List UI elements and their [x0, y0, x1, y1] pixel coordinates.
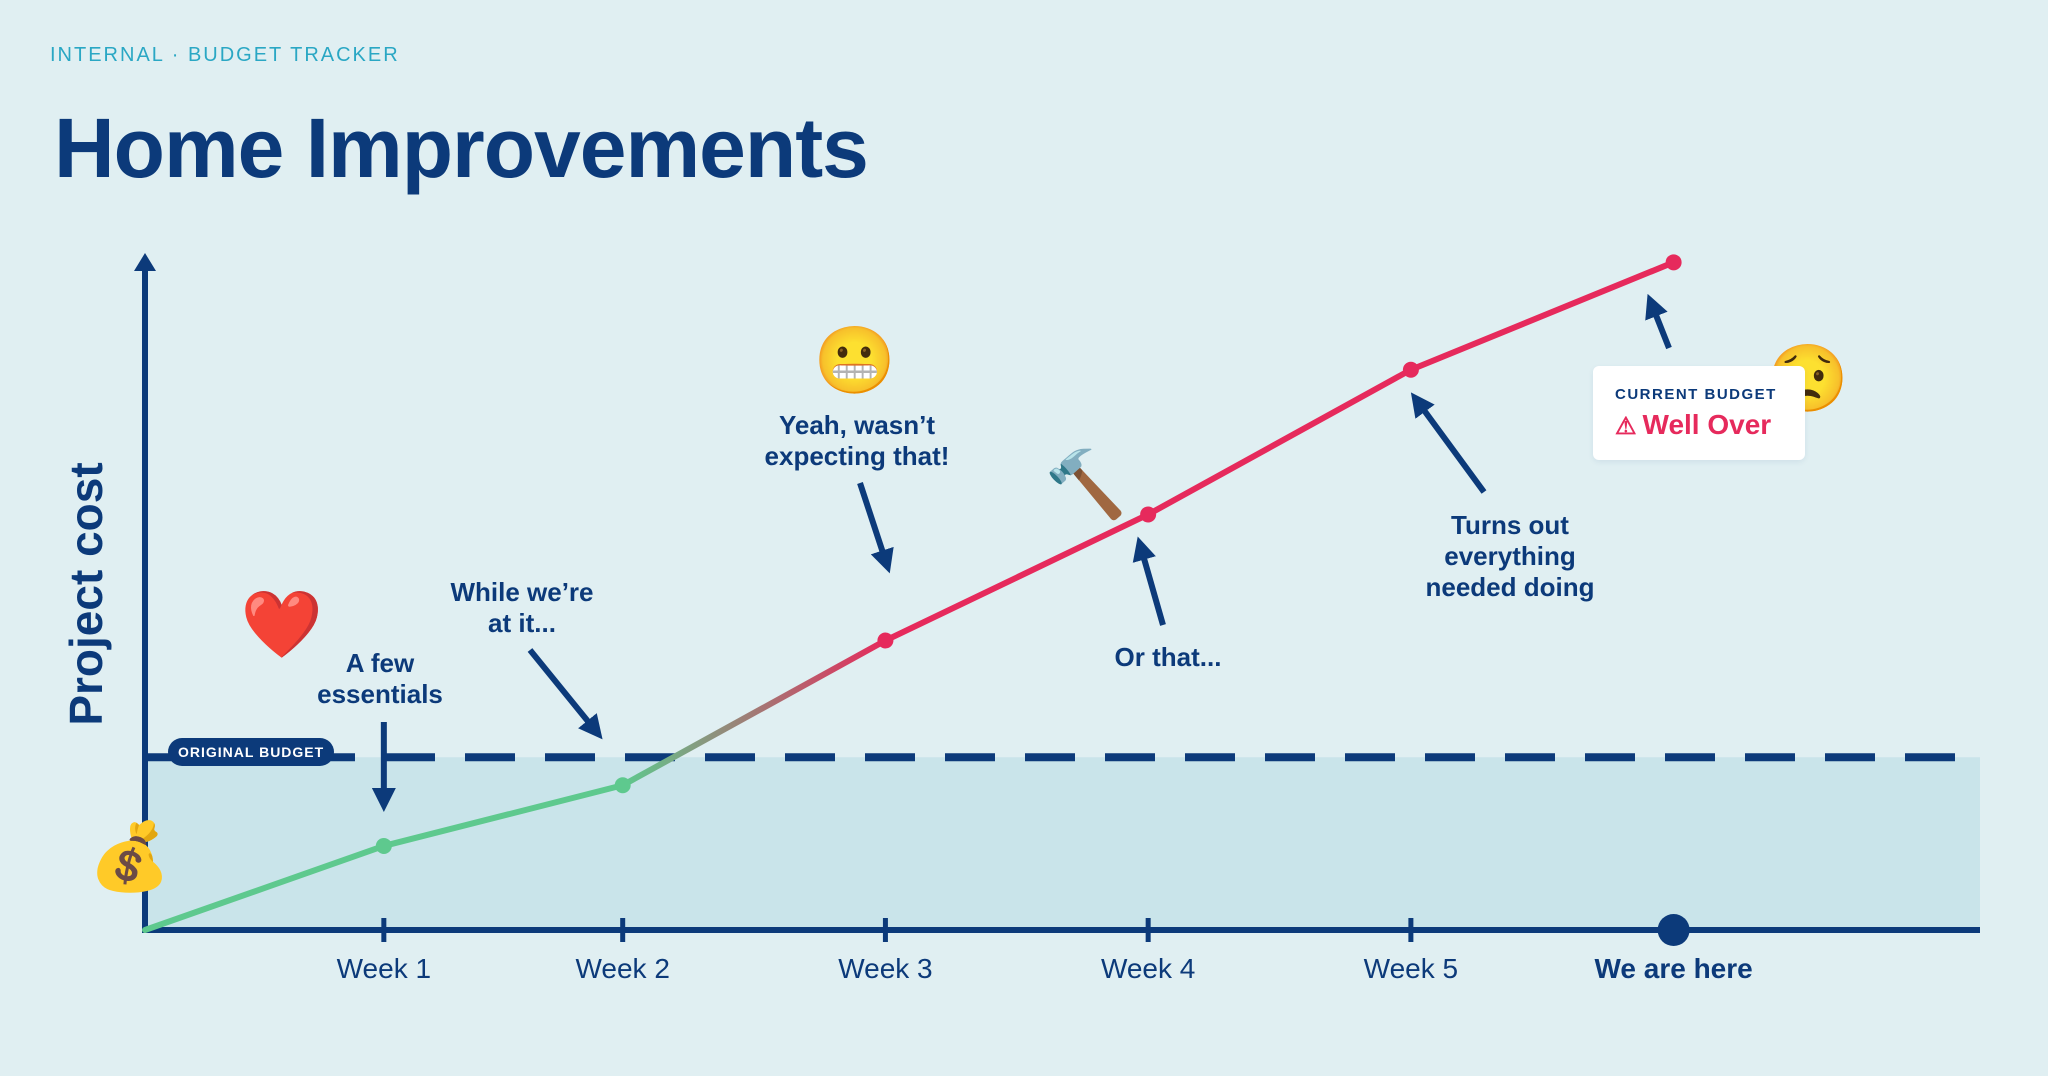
annotation-week4: Or that...	[1114, 642, 1222, 672]
annotation-arrow	[1132, 536, 1166, 626]
series-line-segment	[882, 511, 1152, 644]
data-point	[1140, 506, 1157, 523]
x-tick-label: We are here	[1594, 953, 1752, 984]
data-point	[614, 777, 631, 794]
x-tick-label: Week 4	[1101, 953, 1195, 984]
data-point	[1665, 254, 1682, 271]
annotation-arrow	[857, 482, 894, 574]
current-budget-card: CURRENT BUDGET ⚠Well Over	[1593, 366, 1805, 460]
annotation-arrow	[1645, 293, 1672, 350]
annotation-arrow	[1410, 392, 1487, 494]
x-tick-label: Week 5	[1364, 953, 1458, 984]
y-axis-arrow	[134, 253, 156, 271]
x-tick-label: Week 3	[838, 953, 932, 984]
heart-icon: ❤️	[240, 587, 324, 661]
header-tag: INTERNAL · BUDGET TRACKER	[50, 44, 400, 66]
grimacing-face-icon: 😬	[813, 323, 897, 397]
series-line-segment	[380, 782, 626, 849]
current-budget-label: CURRENT BUDGET	[1615, 386, 1777, 403]
money-bag-icon: 💰	[88, 819, 172, 893]
series-line-segment	[142, 842, 387, 933]
warning-icon: ⚠	[1615, 413, 1637, 440]
series-line-segment	[619, 637, 889, 789]
series-line-segment	[1145, 366, 1414, 518]
data-point	[375, 837, 392, 854]
series-line-segment	[1407, 259, 1677, 373]
current-position-marker	[1657, 914, 1690, 946]
annotation-arrow	[527, 648, 603, 740]
budget-area	[145, 757, 1980, 930]
data-point	[1402, 361, 1419, 378]
data-point	[877, 632, 894, 649]
current-budget-status: Well Over	[1642, 409, 1772, 440]
x-tick-label: Week 2	[575, 953, 669, 984]
original-budget-label: ORIGINAL BUDGET	[168, 738, 335, 766]
x-tick-label: Week 1	[337, 953, 431, 984]
page-title: Home Improvements	[54, 101, 869, 195]
hammer-icon: 🔨	[1044, 447, 1128, 521]
current-budget-value: ⚠Well Over	[1615, 409, 1771, 441]
